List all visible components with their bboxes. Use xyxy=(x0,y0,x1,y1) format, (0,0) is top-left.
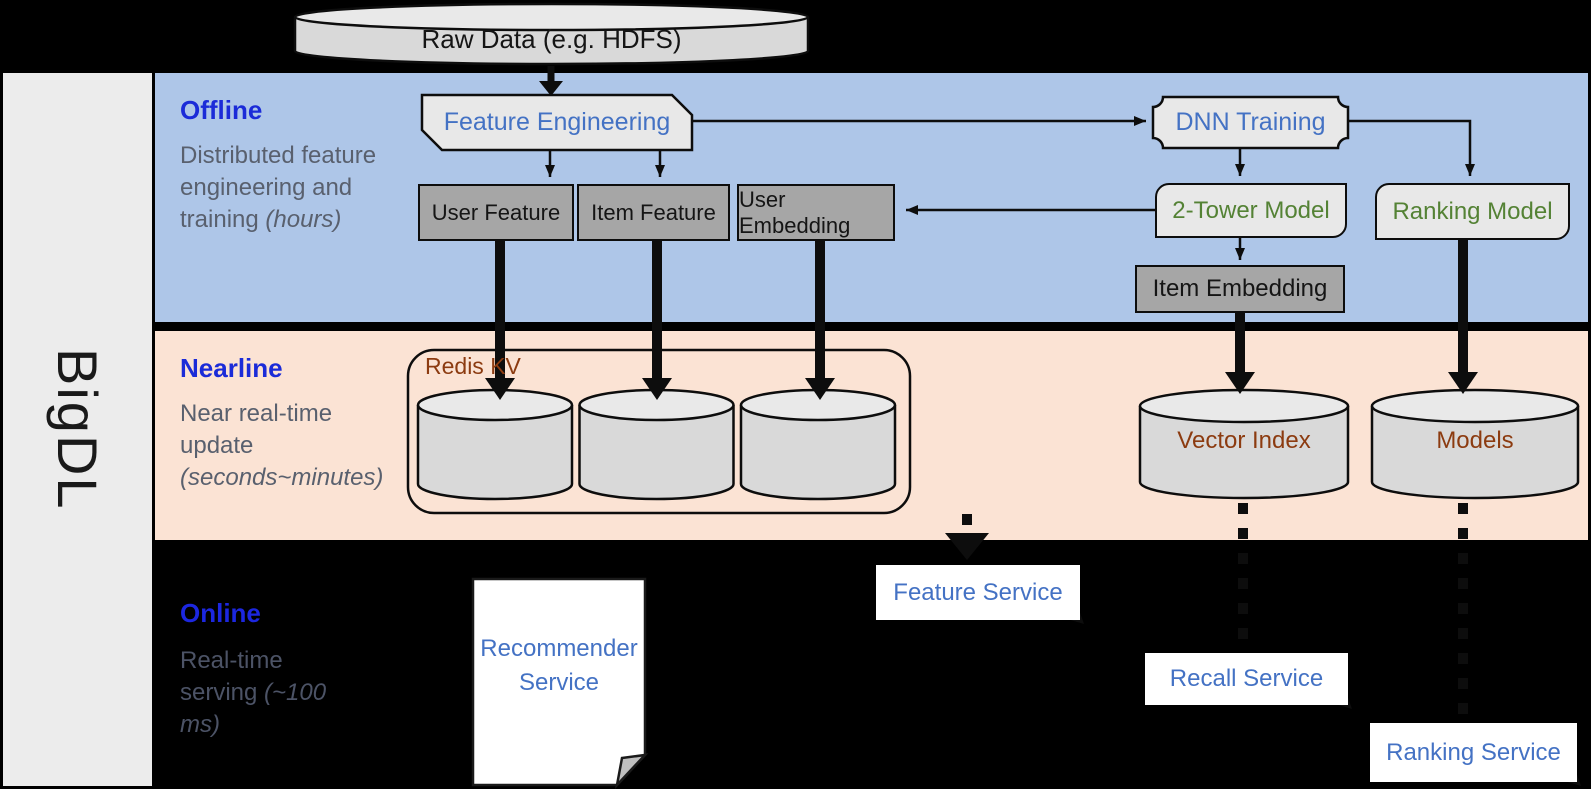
ranking-service-card: Ranking Service xyxy=(1370,723,1577,782)
recommender-service-document xyxy=(471,577,649,789)
arrow-rankingmodel-to-models xyxy=(1448,240,1478,394)
redis-cylinder-1 xyxy=(416,388,574,501)
redis-cylinder-2 xyxy=(578,388,735,501)
user-feature-box: User Feature xyxy=(418,184,574,241)
models-cylinder xyxy=(1370,388,1580,500)
arrow-userembedding-to-redis xyxy=(805,241,835,400)
redis-cylinder-3 xyxy=(739,388,897,501)
nearline-latency-note: (seconds~minutes) xyxy=(180,464,384,491)
nearline-description-text: Near real-time update xyxy=(180,400,333,459)
nearline-section-title: Nearline xyxy=(180,353,283,383)
feature-engineering-shape xyxy=(420,93,694,152)
dnn-training-label: DNN Training xyxy=(1175,108,1326,136)
online-description-text: Real-time serving xyxy=(180,647,283,706)
offline-description-text: Distributed feature engineering and trai… xyxy=(180,142,377,233)
user-embedding-box: User Embedding xyxy=(737,184,895,241)
item-embedding-box: Item Embedding xyxy=(1135,265,1345,313)
raw-data-label: Raw Data (e.g. HDFS) xyxy=(421,23,682,54)
bigdl-sidebar: BigDL xyxy=(3,73,152,786)
bigdl-logo-text: BigDL xyxy=(46,348,109,511)
arrow-dnn-to-rankingmodel xyxy=(1348,119,1475,176)
online-section-title: Online xyxy=(180,598,261,628)
item-feature-box: Item Feature xyxy=(577,184,730,241)
arrow-rawdata-to-fe xyxy=(539,66,563,96)
recall-service-card: Recall Service xyxy=(1145,653,1348,705)
recommender-service-label: Recommender Service xyxy=(480,635,638,696)
ranking-model-box: Ranking Model xyxy=(1375,183,1570,240)
vector-index-label: Vector Index xyxy=(1177,427,1311,454)
arrow-redis-to-featureservice xyxy=(945,514,989,560)
feature-engineering-label: Feature Engineering xyxy=(443,108,671,136)
two-tower-model-box: 2-Tower Model xyxy=(1155,183,1347,238)
offline-section-title: Offline xyxy=(180,95,263,125)
nearline-section-description: Near real-time update (seconds~minutes) xyxy=(180,398,392,494)
arrow-userfeature-to-redis xyxy=(485,241,515,400)
arrow-itemfeature-to-redis xyxy=(642,241,672,400)
raw-data-cylinder xyxy=(293,2,810,66)
models-label: Models xyxy=(1436,427,1514,454)
offline-section-description: Distributed feature engineering and trai… xyxy=(180,140,418,236)
online-latency-note: (~100 ms) xyxy=(180,679,327,738)
vector-index-cylinder xyxy=(1138,388,1350,500)
redis-kv-label: Redis KV xyxy=(425,352,521,379)
online-section-description: Real-time serving (~100 ms) xyxy=(180,645,332,741)
dnn-training-shape xyxy=(1151,95,1350,150)
offline-latency-note: (hours) xyxy=(265,206,342,233)
feature-service-card: Feature Service xyxy=(876,565,1080,620)
arrow-itemembedding-to-vectorindex xyxy=(1225,313,1255,394)
